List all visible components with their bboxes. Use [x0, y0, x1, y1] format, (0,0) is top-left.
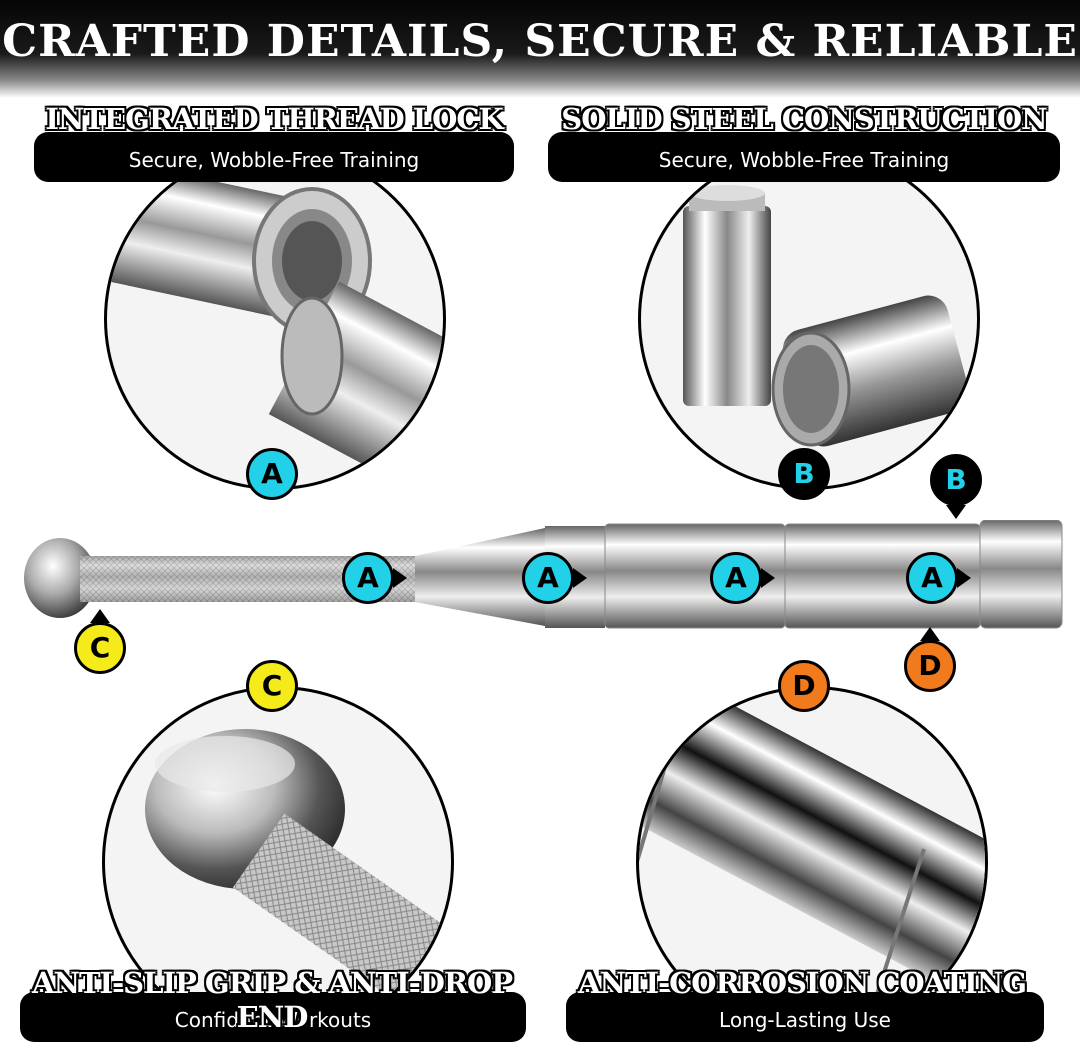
- thread-lock-illustration: [107, 161, 443, 487]
- pointer-d-bat: [920, 627, 940, 641]
- subtitle-pill-solid-steel: Secure, Wobble-Free Training: [548, 132, 1060, 182]
- heading-grip: ANTI-SLIP GRIP & ANTI-DROP END: [31, 966, 513, 1034]
- detail-circle-solid-steel: [638, 148, 980, 490]
- pointer-a-segment-joint-1: [761, 568, 775, 588]
- top-banner: [0, 0, 1080, 98]
- badge-a-circle: A: [246, 448, 298, 500]
- heading-solid-steel: SOLID STEEL CONSTRUCTION: [561, 102, 1047, 136]
- detail-circle-coating: [636, 686, 988, 1038]
- pointer-b-bat: [946, 505, 966, 519]
- subtitle-grip: Confident Workouts: [174, 1008, 372, 1032]
- badge-c-circle: C: [246, 660, 298, 712]
- grip-illustration: [145, 729, 449, 1003]
- badge-d-circle: D: [778, 660, 830, 712]
- pointer-a-segment-joint-2: [957, 568, 971, 588]
- subtitle-solid-steel: Secure, Wobble-Free Training: [658, 148, 950, 172]
- detail-circle-thread-lock: [104, 148, 446, 490]
- page-title: CRAFTED DETAILS, SECURE & RELIABLE: [2, 16, 1078, 67]
- subtitle-coating: Long-Lasting Use: [719, 1008, 891, 1032]
- badge-d-bat: D: [904, 640, 956, 692]
- pointer-a-taper-joint: [573, 568, 587, 588]
- subtitle-thread-lock: Secure, Wobble-Free Training: [128, 148, 420, 172]
- pointer-c-bat: [90, 609, 110, 623]
- heading-coating: ANTI-CORROSION COATING: [577, 966, 1027, 1000]
- subtitle-pill-grip: Confident Workouts: [20, 992, 526, 1042]
- badge-a-segment-joint-1: A: [710, 552, 762, 604]
- subtitle-pill-thread-lock: Secure, Wobble-Free Training: [34, 132, 514, 182]
- coating-illustration: [639, 689, 985, 1020]
- subtitle-pill-coating: Long-Lasting Use: [566, 992, 1044, 1042]
- heading-thread-lock: INTEGRATED THREAD LOCK: [45, 102, 503, 136]
- badge-c-bat: C: [74, 622, 126, 674]
- badge-a-segment-joint-2: A: [906, 552, 958, 604]
- badge-a-grip-joint: A: [342, 552, 394, 604]
- pointer-a-grip-joint: [393, 568, 407, 588]
- badge-b-bat: B: [930, 454, 982, 506]
- solid-steel-illustration: [683, 185, 970, 447]
- detail-circle-grip: [102, 686, 454, 1038]
- badge-a-taper-joint: A: [522, 552, 574, 604]
- badge-b-circle: B: [778, 448, 830, 500]
